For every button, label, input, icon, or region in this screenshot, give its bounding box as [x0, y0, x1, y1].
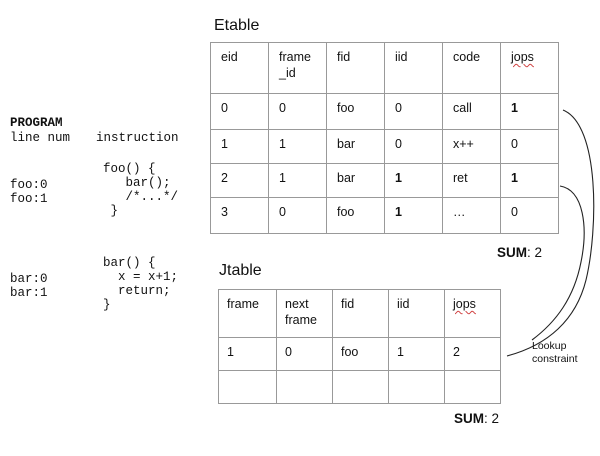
etable-cell: bar: [337, 137, 356, 151]
jtable-cell: 2: [453, 345, 460, 359]
etable-cell: 0: [221, 101, 228, 115]
etable-header-eid: eid: [221, 50, 238, 64]
table-row: 0 0 foo 0 call 1: [210, 93, 559, 130]
etable-sum: SUM: 2: [497, 245, 542, 260]
jtable-title: Jtable: [219, 262, 262, 279]
etable-cell: 1: [279, 171, 286, 185]
etable-cell: call: [453, 101, 472, 115]
jtable-header-next-frame: next frame: [285, 297, 317, 327]
connector-curve-ret: [531, 185, 585, 341]
etable-header-row: eid frame _id fid iid code jops: [210, 42, 559, 94]
etable-cell: foo: [337, 101, 355, 115]
lookup-constraint-note: Lookup constraint: [532, 340, 578, 365]
etable-cell-jops: 0: [511, 205, 518, 219]
table-row: [218, 370, 501, 404]
table-row: 1 0 foo 1 2: [218, 337, 501, 371]
jtable-header-row: frame next frame fid iid jops: [218, 289, 501, 338]
etable-cell-jops: 1: [511, 171, 518, 185]
table-row: 1 1 bar 0 x++ 0: [210, 129, 559, 164]
etable-cell: 0: [279, 101, 286, 115]
jtable-cell: 1: [227, 345, 234, 359]
jtable-header-fid: fid: [341, 297, 355, 311]
etable-header-frame-id: frame _id: [279, 50, 311, 80]
etable-cell: 1: [395, 171, 402, 185]
jtable-cell: 1: [397, 345, 404, 359]
etable-cell-jops: 1: [511, 101, 518, 115]
jtable: frame next frame fid iid jops 1 0 foo 1 …: [218, 289, 501, 404]
etable-header-jops: jops: [511, 50, 534, 64]
etable-cell: x++: [453, 137, 474, 151]
line-num-header: line num: [10, 131, 71, 145]
etable-cell: …: [453, 205, 466, 219]
etable-sum-value: : 2: [527, 245, 543, 260]
jtable-header-jops: jops: [453, 297, 476, 311]
etable-cell: 0: [395, 101, 402, 115]
etable-cell-jops: 0: [511, 137, 518, 151]
etable-header-iid: iid: [395, 50, 408, 64]
etable-cell: 2: [221, 171, 228, 185]
etable-cell: foo: [337, 205, 355, 219]
bar-code: bar() { x = x+1; return; }: [103, 256, 179, 312]
program-title: PROGRAM: [10, 116, 63, 130]
jtable-header-frame: frame: [227, 297, 259, 311]
table-row: 3 0 foo 1 … 0: [210, 197, 559, 234]
etable-header-fid: fid: [337, 50, 351, 64]
etable-cell: ret: [453, 171, 468, 185]
etable-cell: bar: [337, 171, 356, 185]
etable-sum-label: SUM: [497, 245, 527, 260]
jtable-header-iid: iid: [397, 297, 410, 311]
etable-cell: 1: [395, 205, 402, 219]
bar-line-labels: bar:0 bar:1: [10, 272, 48, 300]
jtable-sum-label: SUM: [454, 411, 484, 426]
connector-curve-call: [506, 109, 595, 357]
etable-cell: 1: [279, 137, 286, 151]
jtable-cell: 0: [285, 345, 292, 359]
jtable-cell: foo: [341, 345, 359, 359]
etable-cell: 0: [395, 137, 402, 151]
foo-code: foo() { bar(); /*...*/ }: [103, 162, 179, 218]
etable: eid frame _id fid iid code jops 0 0 foo …: [210, 42, 559, 234]
instruction-header: instruction: [96, 131, 179, 145]
etable-header-code: code: [453, 50, 481, 64]
etable-cell: 3: [221, 205, 228, 219]
etable-cell: 1: [221, 137, 228, 151]
table-row: 2 1 bar 1 ret 1: [210, 163, 559, 198]
etable-cell: 0: [279, 205, 286, 219]
foo-line-labels: foo:0 foo:1: [10, 178, 48, 206]
etable-title: Etable: [214, 17, 260, 34]
jtable-sum: SUM: 2: [454, 411, 499, 426]
jtable-sum-value: : 2: [484, 411, 500, 426]
